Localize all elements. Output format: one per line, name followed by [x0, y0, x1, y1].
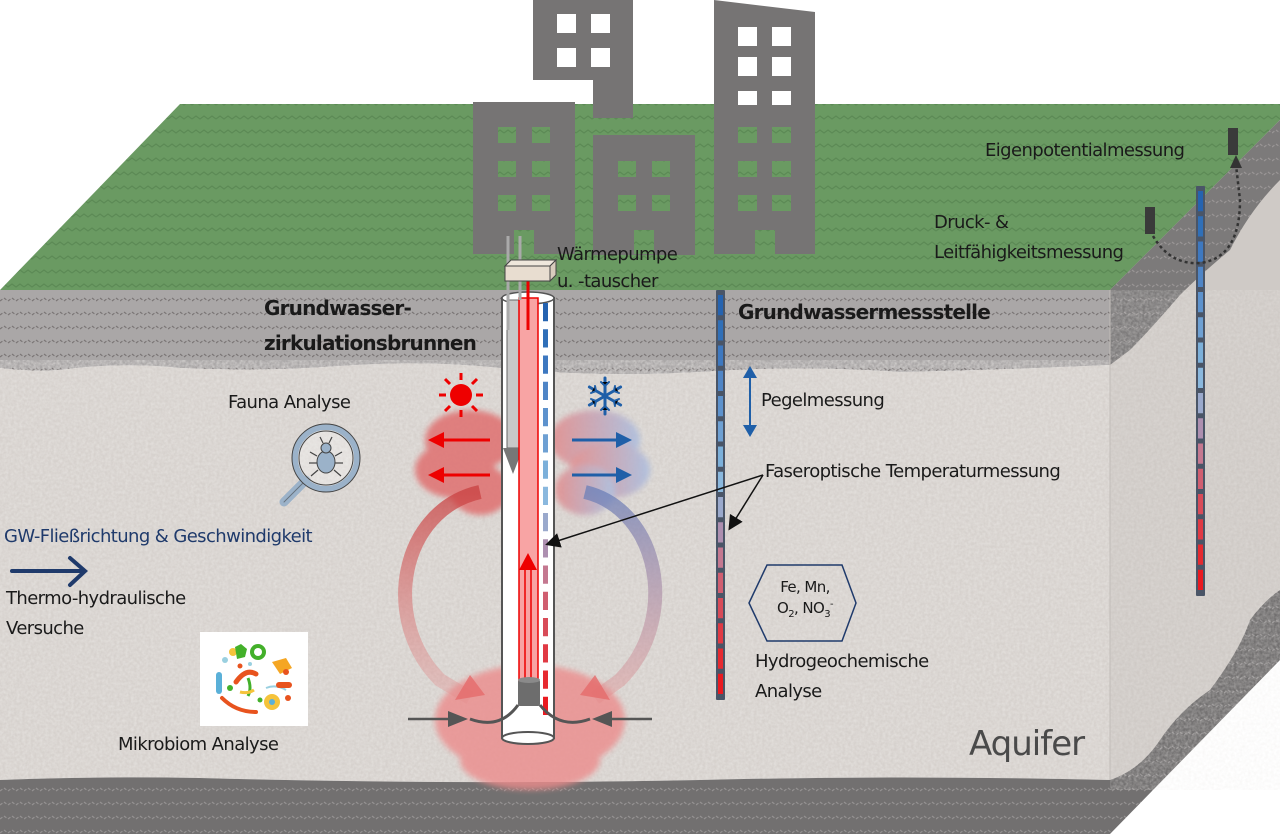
temperature-segment	[1198, 443, 1203, 464]
gzb-label-line2: zirkulationsbrunnen	[264, 331, 477, 355]
hydrochem-label-line1: Hydrogeochemische	[755, 651, 929, 672]
temperature-segment	[543, 618, 548, 637]
sensor-link-dotted	[1151, 164, 1242, 265]
gzb-fiber-optic-sensor	[543, 303, 548, 715]
up-flow-arrow	[519, 553, 537, 570]
level-measurement-label: Pegelmessung	[761, 390, 885, 411]
temperature-segment	[1198, 418, 1203, 439]
pressure-probe	[1145, 207, 1155, 234]
temperature-segment	[1198, 292, 1203, 313]
microbiome-image	[200, 632, 308, 726]
monitoring-well-label: Grundwassermessstelle	[738, 300, 991, 324]
temperature-segment	[718, 396, 723, 417]
temperature-segment	[718, 522, 723, 543]
temperature-segment	[543, 591, 548, 610]
pressure-conductivity-label-line1: Druck- &	[934, 212, 1009, 233]
temperature-segment	[718, 572, 723, 593]
temperature-segment	[1198, 317, 1203, 338]
temperature-segment	[718, 547, 723, 568]
temperature-segment	[543, 460, 548, 479]
temperature-segment	[718, 497, 723, 518]
cold-injection-arrows	[572, 432, 632, 483]
temperature-segment	[718, 320, 723, 341]
temperature-segment	[718, 598, 723, 619]
temperature-segment	[1198, 519, 1203, 540]
self-potential-probe	[1228, 128, 1238, 155]
heat-pump-label-line1: Wärmepumpe	[557, 244, 678, 265]
monitoring-well-sensor	[716, 290, 725, 700]
snowflake-icon	[587, 376, 623, 416]
temperature-segment	[543, 696, 548, 715]
temperature-segment	[1198, 569, 1203, 590]
gw-flow-arrow	[10, 556, 88, 587]
temperature-segment	[718, 471, 723, 492]
aquifer-label: Aquifer	[969, 724, 1085, 764]
temperature-segment	[543, 303, 548, 322]
temperature-segment	[543, 539, 548, 558]
temperature-segment	[543, 381, 548, 400]
inflow-arrows	[408, 704, 652, 727]
temperature-segment	[1198, 367, 1203, 388]
temperature-segment	[718, 648, 723, 669]
temperature-segment	[543, 355, 548, 374]
chem-line1: Fe, Mn,	[780, 578, 830, 596]
level-arrow	[743, 366, 757, 437]
sun-icon	[439, 373, 483, 417]
temperature-segment	[1198, 266, 1203, 287]
temperature-segment	[1198, 468, 1203, 489]
self-potential-label: Eigenpotentialmessung	[985, 140, 1185, 161]
magnifier-bug-icon	[279, 423, 361, 507]
chem-line2: O2, NO3-	[777, 598, 834, 620]
temperature-segment	[543, 565, 548, 584]
heat-pump-box	[503, 236, 558, 330]
pressure-conductivity-label-line2: Leitfähigkeitsmessung	[934, 242, 1124, 263]
temperature-segment	[1198, 342, 1203, 363]
fiber-optic-pointers	[545, 474, 764, 548]
temperature-segment	[543, 329, 548, 348]
temperature-segment	[718, 421, 723, 442]
temperature-segment	[718, 623, 723, 644]
temperature-segment	[1198, 544, 1203, 565]
microbiome-label: Mikrobiom Analyse	[118, 734, 279, 755]
temperature-segment	[718, 295, 723, 316]
thermo-hydraulic-label-line1: Thermo-hydraulische	[6, 588, 186, 609]
side-monitoring-well	[1196, 186, 1205, 596]
temperature-segment	[1198, 494, 1203, 515]
down-flow-arrow	[503, 448, 523, 474]
gw-flow-label: GW-Fließrichtung & Geschwindigkeit	[4, 526, 313, 547]
temperature-segment	[1198, 393, 1203, 414]
thermo-hydraulic-label-line2: Versuche	[6, 618, 84, 639]
temperature-segment	[543, 513, 548, 532]
heat-injection-arrows	[428, 432, 490, 483]
temperature-segment	[1198, 216, 1203, 237]
temperature-segment	[1198, 191, 1203, 212]
temperature-segment	[1198, 241, 1203, 262]
hydrochem-hexagon	[748, 564, 857, 642]
gzb-label-line1: Grundwasser-	[264, 296, 412, 320]
temperature-segment	[718, 446, 723, 467]
left-circulation-arc	[398, 485, 482, 705]
temperature-segment	[718, 370, 723, 391]
temperature-segment	[543, 644, 548, 663]
temperature-segment	[543, 670, 548, 689]
temperature-segment	[718, 673, 723, 694]
heat-pump-label-line2: u. -tauscher	[557, 271, 658, 292]
aquitard-layer	[0, 777, 1110, 834]
temperature-segment	[543, 408, 548, 427]
fauna-analysis-label: Fauna Analyse	[228, 392, 351, 413]
hydrochem-species: Fe, Mn, O2, NO3-	[760, 578, 850, 621]
right-circulation-arc	[583, 485, 663, 704]
temperature-segment	[543, 434, 548, 453]
fiber-optic-label: Faseroptische Temperaturmessung	[765, 461, 1061, 482]
temperature-segment	[543, 486, 548, 505]
hydrochem-label-line2: Analyse	[755, 681, 822, 702]
temperature-segment	[718, 345, 723, 366]
